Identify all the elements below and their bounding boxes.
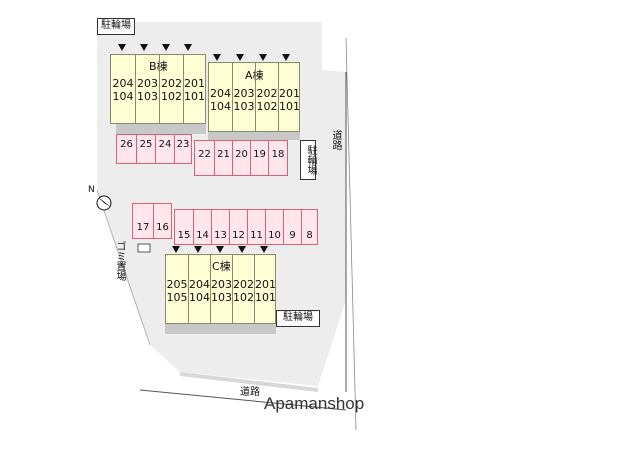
unit-number: 202 xyxy=(256,87,278,100)
unit-number: 201 xyxy=(255,278,276,291)
building-a-name: A棟 xyxy=(245,69,264,82)
building-a-shadow xyxy=(208,132,300,140)
unit-number: 203 xyxy=(211,278,232,291)
unit-number: 101 xyxy=(255,291,276,304)
bike-parking-bottom: 駐輪場 xyxy=(276,310,320,327)
building-c-shadow xyxy=(165,324,276,334)
unit-number: 203 xyxy=(233,87,255,100)
parking-space: 18 xyxy=(268,141,287,175)
compass-icon xyxy=(96,195,112,211)
brand-watermark: Apamanshop xyxy=(264,394,365,413)
unit-number: 201 xyxy=(279,87,300,100)
unit-number: 103 xyxy=(137,90,158,103)
parking-space: 13 xyxy=(211,210,229,244)
parking-space: 14 xyxy=(193,210,211,244)
unit-number: 204 xyxy=(189,278,210,291)
parking-space: 24 xyxy=(155,135,174,163)
parking-space: 20 xyxy=(232,141,250,175)
unit-number: 101 xyxy=(279,100,300,113)
unit-number: 105 xyxy=(166,291,188,304)
unit-number: 205 xyxy=(166,278,188,291)
building-b-name: B棟 xyxy=(149,60,168,73)
parking-space: 23 xyxy=(174,135,191,163)
parking-space: 22 xyxy=(198,149,211,160)
unit-number: 202 xyxy=(233,278,254,291)
unit-number: 104 xyxy=(112,90,134,103)
parking-space: 17 xyxy=(136,222,150,233)
parking-row-23-26: 26 25 24 23 xyxy=(116,134,192,164)
road-bottom-label: 道路 xyxy=(240,387,260,398)
parking-space: 16 xyxy=(153,204,171,238)
unit-number: 102 xyxy=(161,90,182,103)
north-label: N xyxy=(88,185,95,195)
parking-row-16-17: 17 16 xyxy=(132,203,172,239)
bottom-shadow xyxy=(180,372,318,392)
parking-space: 26 xyxy=(120,139,133,150)
unit-number: 202 xyxy=(161,77,182,90)
parking-space: 10 xyxy=(265,210,283,244)
building-c-name: C棟 xyxy=(212,260,231,273)
unit-number: 102 xyxy=(256,100,278,113)
parking-space: 15 xyxy=(177,230,191,241)
building-b-shadow xyxy=(116,124,206,134)
unit-number: 103 xyxy=(211,291,232,304)
unit-number: 203 xyxy=(137,77,158,90)
unit-number: 204 xyxy=(210,87,231,100)
road-right-label: 道路 xyxy=(330,130,341,150)
unit-number: 204 xyxy=(112,77,134,90)
parking-space: 25 xyxy=(136,135,155,163)
parking-space: 19 xyxy=(250,141,268,175)
parking-row-18-22: 22 21 20 19 18 xyxy=(194,140,288,176)
lot-left-edge xyxy=(96,189,151,346)
unit-number: 104 xyxy=(189,291,210,304)
garbage-box xyxy=(137,243,151,253)
parking-space: 11 xyxy=(247,210,265,244)
unit-number: 103 xyxy=(233,100,255,113)
unit-number: 101 xyxy=(184,90,205,103)
entrance-markers xyxy=(118,44,290,253)
road-bottom-edge xyxy=(139,389,347,411)
parking-row-8-15: 15 14 13 12 11 10 9 8 xyxy=(174,209,318,245)
parking-space: 8 xyxy=(301,210,317,244)
unit-number: 102 xyxy=(233,291,254,304)
road-right-outer xyxy=(345,37,357,431)
parking-space: 12 xyxy=(229,210,247,244)
bike-parking-top: 駐輪場 xyxy=(97,18,135,35)
unit-number: 201 xyxy=(184,77,205,90)
bike-parking-right: 駐輪場 xyxy=(300,140,316,180)
parking-space: 9 xyxy=(283,210,301,244)
unit-number: 104 xyxy=(210,100,231,113)
parking-space: 21 xyxy=(214,141,232,175)
garbage-label: ゴミ置場 xyxy=(114,241,125,281)
